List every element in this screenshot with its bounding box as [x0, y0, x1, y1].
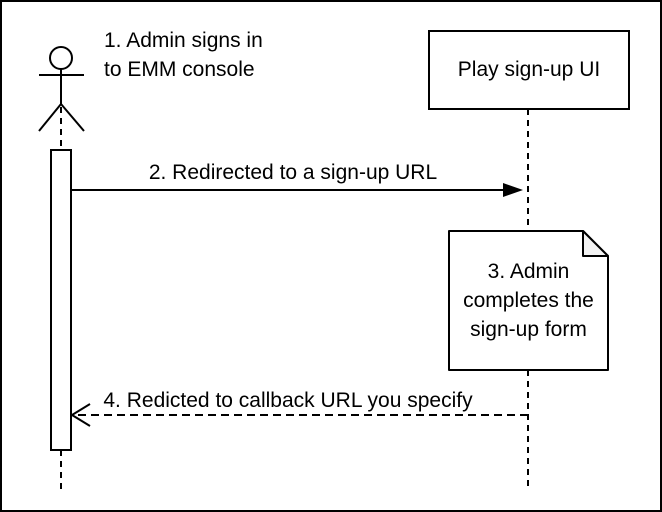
- message-2-arrow: [71, 183, 523, 197]
- message-2-label: 2. Redirected to a sign-up URL: [148, 161, 438, 184]
- actor-head: [49, 46, 73, 70]
- message-4-label: 4. Redicted to callback URL you specify: [103, 389, 473, 412]
- message-4-open-arrowhead: [70, 403, 91, 427]
- actor-right-leg: [60, 103, 85, 132]
- actor-left-leg: [38, 103, 62, 132]
- actor-activation-bar: [50, 149, 72, 451]
- note-label: 3. Admin completes the sign-up form: [463, 260, 594, 341]
- message-2-arrowhead: [503, 183, 523, 197]
- note-fold: [582, 230, 609, 257]
- note-body: [448, 230, 609, 371]
- actor-icon: [38, 46, 85, 132]
- play-ui-box: [428, 30, 630, 110]
- message-1-label: 1. Admin signs in to EMM console: [104, 29, 263, 81]
- message-4-arrow: [70, 403, 528, 427]
- play-ui-box-label: Play sign-up UI: [457, 58, 601, 81]
- note-shape: [448, 230, 609, 371]
